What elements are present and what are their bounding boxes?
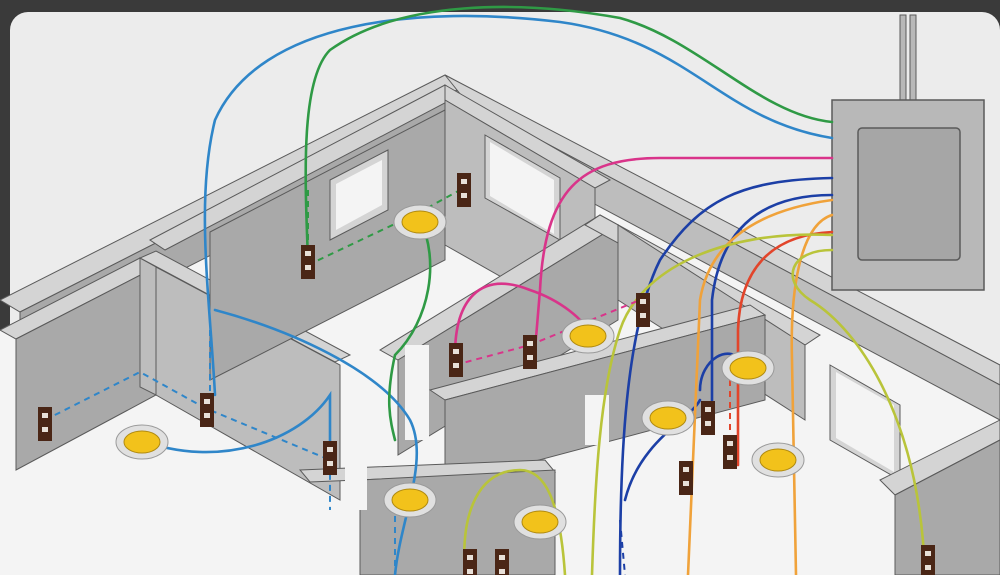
outlet-icon: [200, 393, 214, 427]
wire-blue-0: [203, 14, 834, 397]
wire-navy-8: [710, 193, 834, 422]
wire-orange-11: [686, 198, 834, 575]
wire-green-4: [387, 218, 432, 442]
outlet-icon: [38, 407, 52, 441]
ceiling-light-icon: [393, 204, 447, 240]
wire-magenta-6: [453, 282, 592, 357]
ceiling-light-icon: [513, 504, 567, 540]
outlet-icon: [301, 245, 315, 279]
outlet-icon: [701, 401, 715, 435]
outlet-icon: [449, 343, 463, 377]
doorway-right: [585, 395, 609, 445]
outlet-icon: [463, 549, 477, 575]
outlet-icon: [921, 545, 935, 575]
wire-magenta-5: [533, 156, 834, 352]
window-back-room: [329, 149, 389, 241]
wire-yellow_green-15: [791, 248, 927, 575]
outlet-icon: [679, 461, 693, 495]
outlet-icon: [457, 173, 471, 207]
doorway-center: [405, 345, 429, 440]
ceiling-light-icon: [561, 318, 615, 354]
right-front-wall: [879, 419, 1000, 575]
wire-navy-7: [618, 176, 834, 575]
ceiling-light-icon: [115, 424, 169, 460]
wire-orange-12: [790, 213, 834, 575]
outlet-icon: [495, 549, 509, 575]
ceiling-light-icon: [751, 442, 805, 478]
wire-blue-2: [138, 390, 332, 462]
ceiling-light-icon: [383, 482, 437, 518]
in-wall-wire-navy-6: [619, 519, 626, 575]
wire-yellow_green-14: [590, 233, 834, 575]
outlet-icon: [723, 435, 737, 469]
outlet-icon: [323, 441, 337, 475]
outlet-icon: [636, 293, 650, 327]
electrical-panel-icon: [831, 14, 985, 291]
wire-green-3: [304, 5, 834, 262]
outlet-icon: [523, 335, 537, 369]
fixtures: [38, 173, 935, 575]
doorway-lower: [345, 440, 367, 510]
ceiling-light-icon: [641, 400, 695, 436]
ceiling-light-icon: [721, 350, 775, 386]
